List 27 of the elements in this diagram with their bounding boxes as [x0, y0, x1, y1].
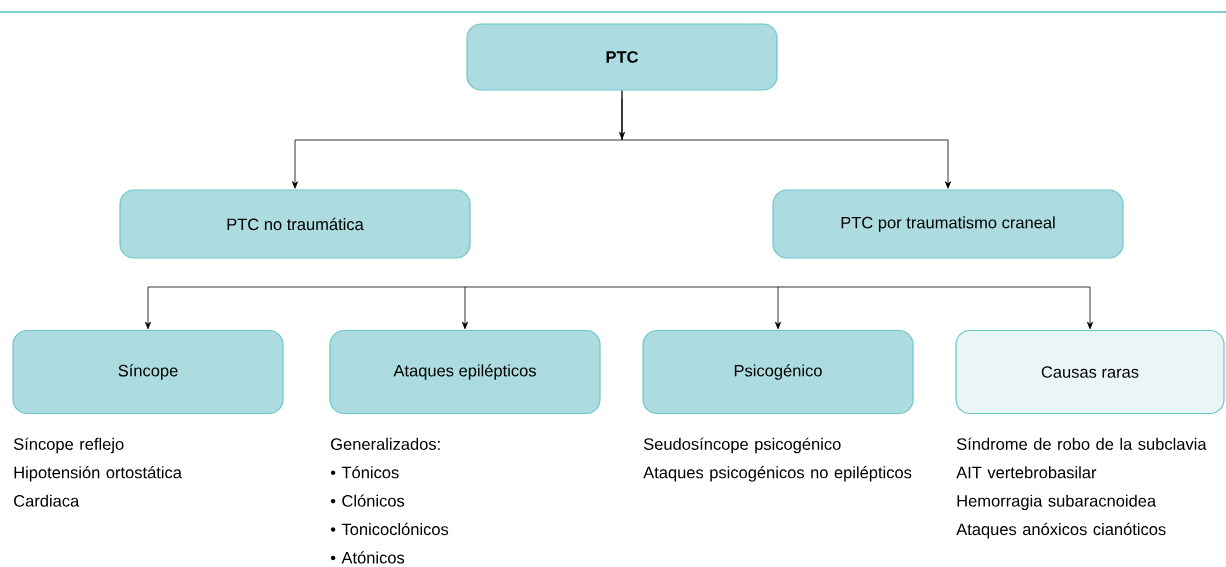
arrow	[621, 90, 951, 189]
list-item: Ataques psicogénicos no epilépticos	[643, 466, 912, 482]
category-box: Síncope	[12, 329, 284, 415]
list-item: Generalizados:	[331, 437, 440, 450]
arrow	[775, 286, 781, 330]
list-item: Ataques anóxicos cianóticos	[956, 522, 1166, 539]
arrow	[619, 131, 625, 140]
category-box: Psicogénico	[642, 329, 914, 415]
list-item: Síndrome de robo de la subclavia	[956, 437, 1207, 450]
category-box: Causas raras	[955, 329, 1225, 415]
category-box: PTC no traumática	[119, 189, 471, 259]
arrow	[462, 286, 468, 330]
list-item: • Tonicoclónicos	[330, 522, 449, 536]
list-item: Cardiaca	[14, 494, 80, 507]
list-item: AIT vertebrobasilar	[956, 466, 1097, 479]
list-item: • Tónicos	[330, 466, 399, 479]
list-item: • Atónicos	[330, 551, 405, 564]
list-item: • Clónicos	[330, 494, 405, 507]
category-box: PTC por traumatismo craneal	[772, 189, 1124, 259]
category-box: Ataques epilépticos	[329, 329, 601, 415]
arrow	[145, 286, 151, 330]
list-item: Hemorragia subaracnoidea	[957, 494, 1157, 510]
category-box: PTC	[466, 23, 778, 91]
list-item: Síncope reflejo	[13, 437, 124, 454]
arrow	[1087, 286, 1093, 330]
list-item: Seudosíncope psicogénico	[643, 437, 841, 454]
list-item: Hipotensión ortostática	[14, 466, 182, 482]
